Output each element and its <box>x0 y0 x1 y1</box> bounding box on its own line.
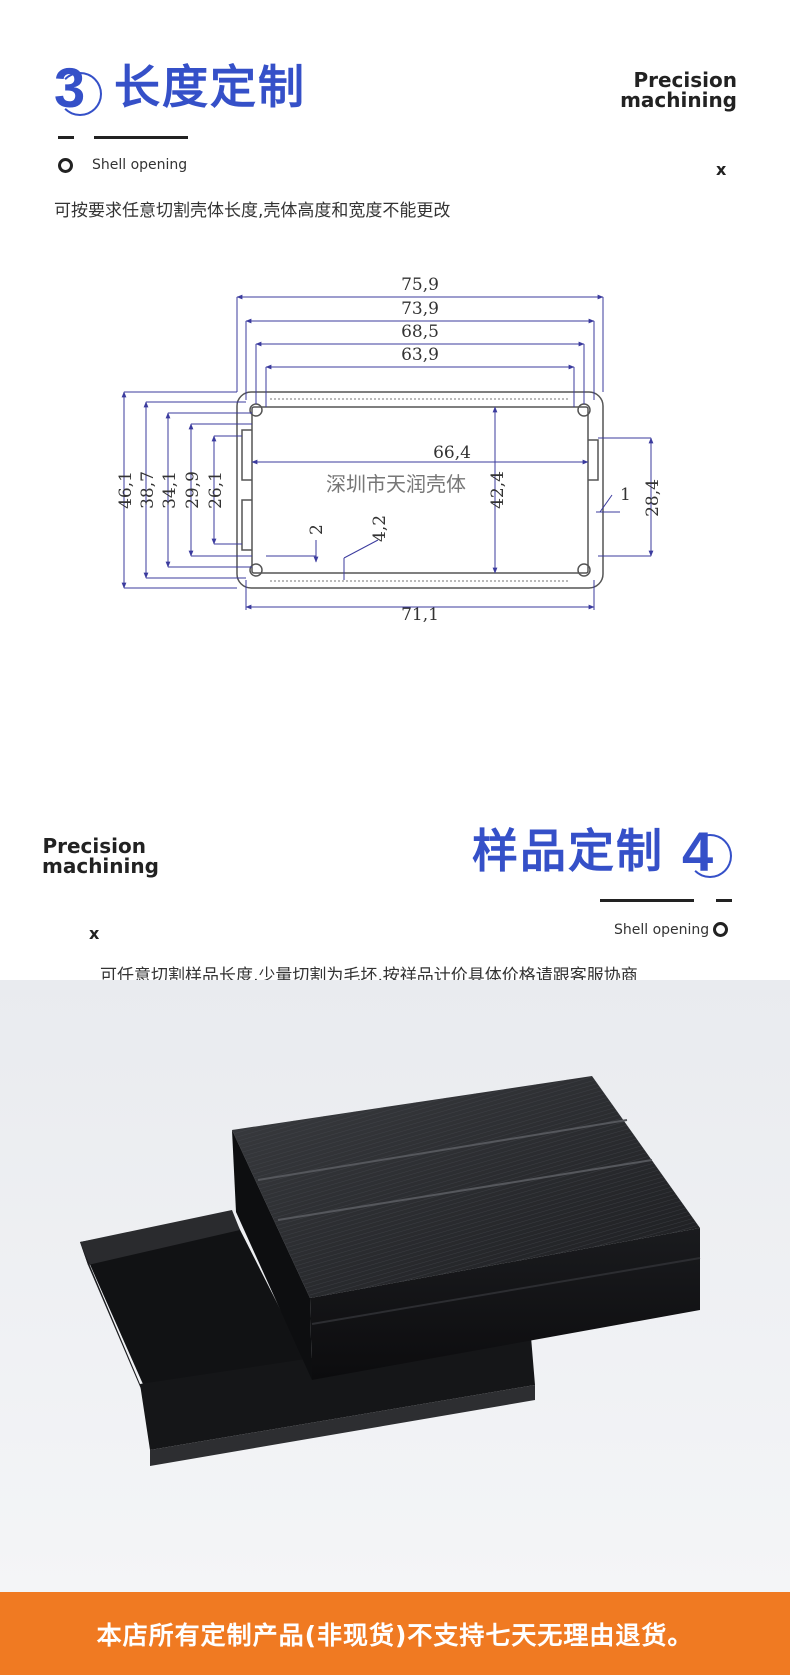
dim-small-a: 2 <box>307 524 327 535</box>
section4-x-mark: x <box>89 924 100 943</box>
dim-left-5: 26,1 <box>206 471 226 509</box>
profile-outline <box>236 391 604 589</box>
section4-precision-line1: Precision <box>42 834 146 858</box>
dim-left-1: 46,1 <box>116 471 136 509</box>
section4-bar-short <box>716 899 732 902</box>
dim-bottom-width: 71,1 <box>401 605 439 625</box>
section4-title: 样品定制 <box>472 824 664 878</box>
section4-bar-long <box>600 899 694 902</box>
corner-hole-bl <box>249 563 263 577</box>
section4-arc-icon <box>688 834 732 878</box>
section3-arc-icon <box>58 72 102 116</box>
dim-left-2: 38,7 <box>138 471 158 509</box>
aluminum-enclosure-image <box>80 1076 701 1466</box>
dim-inner-width: 66,4 <box>433 443 471 463</box>
cover-front <box>232 1130 312 1380</box>
corner-hole-br <box>577 563 591 577</box>
section4-precision: Precision machining <box>42 836 159 876</box>
dim-top-1: 75,9 <box>401 275 439 295</box>
fin-marks <box>270 398 570 582</box>
section3-precision-line1: Precision <box>633 68 737 92</box>
dim-top-4: 63,9 <box>401 345 439 365</box>
drawing-watermark: 深圳市天润壳体 <box>326 472 466 496</box>
tray-shadow <box>80 1214 306 1400</box>
section3-x-mark: x <box>716 160 727 179</box>
dim-right-small: 1 <box>620 485 631 505</box>
left-slot-top <box>241 429 252 481</box>
dim-inner-height: 42,4 <box>488 471 508 509</box>
cover-side <box>310 1228 700 1380</box>
left-slot-bottom <box>241 499 252 551</box>
section3-bar-short <box>58 136 74 139</box>
section4-shell-opening: Shell opening <box>614 922 710 938</box>
section4-ring-icon <box>713 922 728 937</box>
footer-notice: 本店所有定制产品(非现货)不支持七天无理由退货。 <box>96 1620 694 1650</box>
section4-precision-line2: machining <box>42 854 159 878</box>
dim-right-height: 28,4 <box>643 479 663 517</box>
section3-description: 可按要求任意切割壳体长度,壳体高度和宽度不能更改 <box>54 201 451 221</box>
dim-top-2: 73,9 <box>401 299 439 319</box>
section3-shell-opening: Shell opening <box>92 157 188 173</box>
dim-top-3: 68,5 <box>401 322 439 342</box>
outer-shell <box>236 391 604 589</box>
product-photo <box>0 980 790 1592</box>
section3-bar-long <box>94 136 188 139</box>
dimension-drawing: 75,9 73,9 68,5 63,9 46,1 38,7 34,1 29,9 … <box>116 275 663 625</box>
section3-title: 长度定制 <box>114 60 306 114</box>
footer-banner: 本店所有定制产品(非现货)不支持七天无理由退货。 <box>0 1592 790 1675</box>
section3-ring-icon <box>58 158 73 173</box>
inner-shell <box>251 406 589 574</box>
right-slot <box>588 439 599 481</box>
section3-precision-line2: machining <box>620 88 737 112</box>
dim-left-3: 34,1 <box>160 471 180 509</box>
dim-small-b: 4,2 <box>370 515 390 542</box>
section3-precision: Precision machining <box>620 70 737 110</box>
dim-left-4: 29,9 <box>183 471 203 509</box>
